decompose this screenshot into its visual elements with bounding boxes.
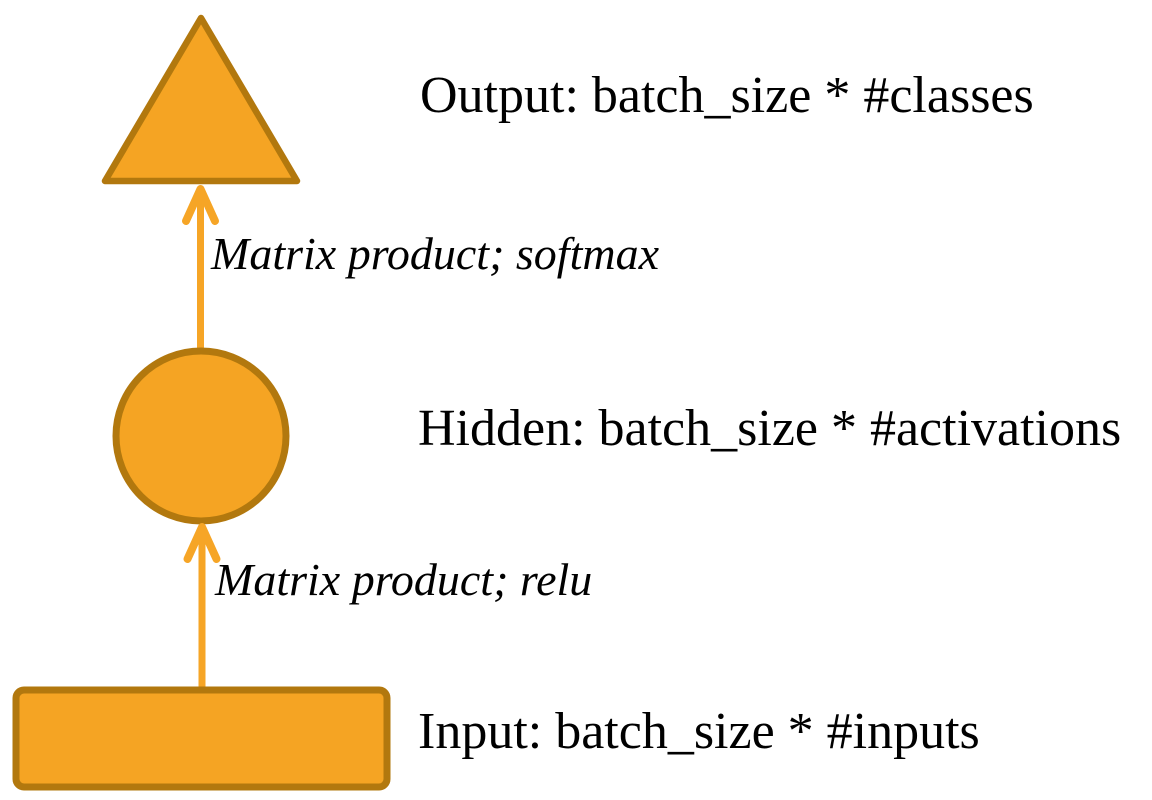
hidden-circle-node — [112, 347, 290, 525]
edge-label-relu: Matrix product; relu — [215, 554, 593, 605]
hidden-node-label: Hidden: batch_size * #activations — [418, 400, 1122, 457]
arrowhead-up-icon — [183, 523, 221, 563]
input-rectangle-node — [12, 686, 391, 791]
input-node-label: Input: batch_size * #inputs — [418, 703, 980, 760]
arrow-hidden-to-output — [182, 185, 219, 348]
arrow-input-to-hidden — [183, 523, 221, 688]
output-node-label: Output: batch_size * #classes — [420, 67, 1034, 124]
edge-label-softmax: Matrix product; softmax — [211, 228, 660, 279]
output-triangle-node — [101, 14, 301, 185]
arrowhead-up-icon — [182, 185, 219, 225]
